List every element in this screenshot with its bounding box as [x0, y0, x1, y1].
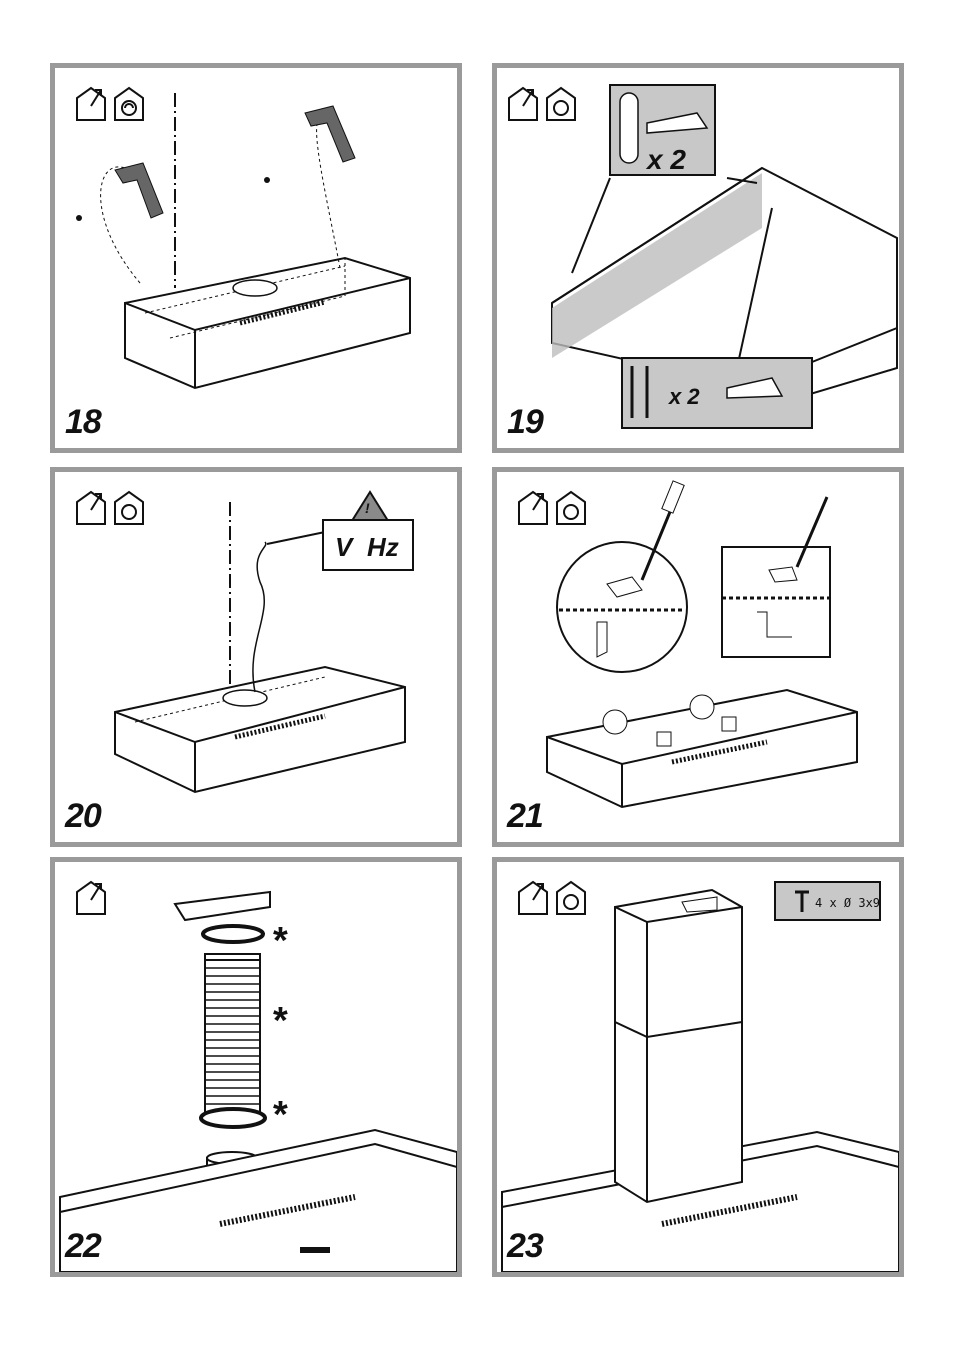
- recirculation-icon: [557, 492, 585, 524]
- frequency-label: Hz: [367, 532, 399, 563]
- voltage-label: V: [335, 532, 352, 563]
- recirculation-icon: [547, 88, 575, 120]
- step-number: 20: [65, 797, 101, 836]
- panel-step-20: ! V Hz 20: [50, 467, 462, 847]
- step-number: 18: [65, 403, 101, 442]
- illustration-22: [55, 862, 457, 1272]
- panel-step-18: 18: [50, 63, 462, 453]
- duct-out-icon: [77, 88, 105, 120]
- duct-out-icon: [519, 882, 547, 914]
- marker-asterisk-3: *: [273, 1094, 288, 1137]
- panel-step-22: * * * 22: [50, 857, 462, 1277]
- step-number: 21: [507, 797, 543, 836]
- panel-step-19: x 2 x 2 19: [492, 63, 904, 453]
- recirculation-icon: [115, 492, 143, 524]
- screw-spec-label: 4 x Ø 3x9: [815, 896, 880, 910]
- illustration-23: [497, 862, 899, 1272]
- illustration-20: [55, 472, 457, 842]
- quantity-label-bottom: x 2: [669, 384, 700, 410]
- marker-asterisk-2: *: [273, 1000, 288, 1043]
- step-number: 23: [507, 1227, 543, 1266]
- step-number: 22: [65, 1227, 101, 1266]
- quantity-label-top: x 2: [647, 144, 686, 176]
- step-number: 19: [507, 403, 543, 442]
- marker-asterisk-1: *: [273, 920, 288, 963]
- duct-out-icon: [77, 492, 105, 524]
- illustration-18: [55, 68, 457, 448]
- illustration-21: [497, 472, 899, 842]
- panel-step-21: 21: [492, 467, 904, 847]
- recirculation-icon: [115, 88, 143, 120]
- warning-symbol: !: [365, 500, 370, 516]
- recirculation-icon: [557, 882, 585, 914]
- duct-out-icon: [509, 88, 537, 120]
- panel-step-23: 4 x Ø 3x9 23: [492, 857, 904, 1277]
- screw-icon: [620, 93, 638, 163]
- duct-out-icon: [77, 882, 105, 914]
- duct-out-icon: [519, 492, 547, 524]
